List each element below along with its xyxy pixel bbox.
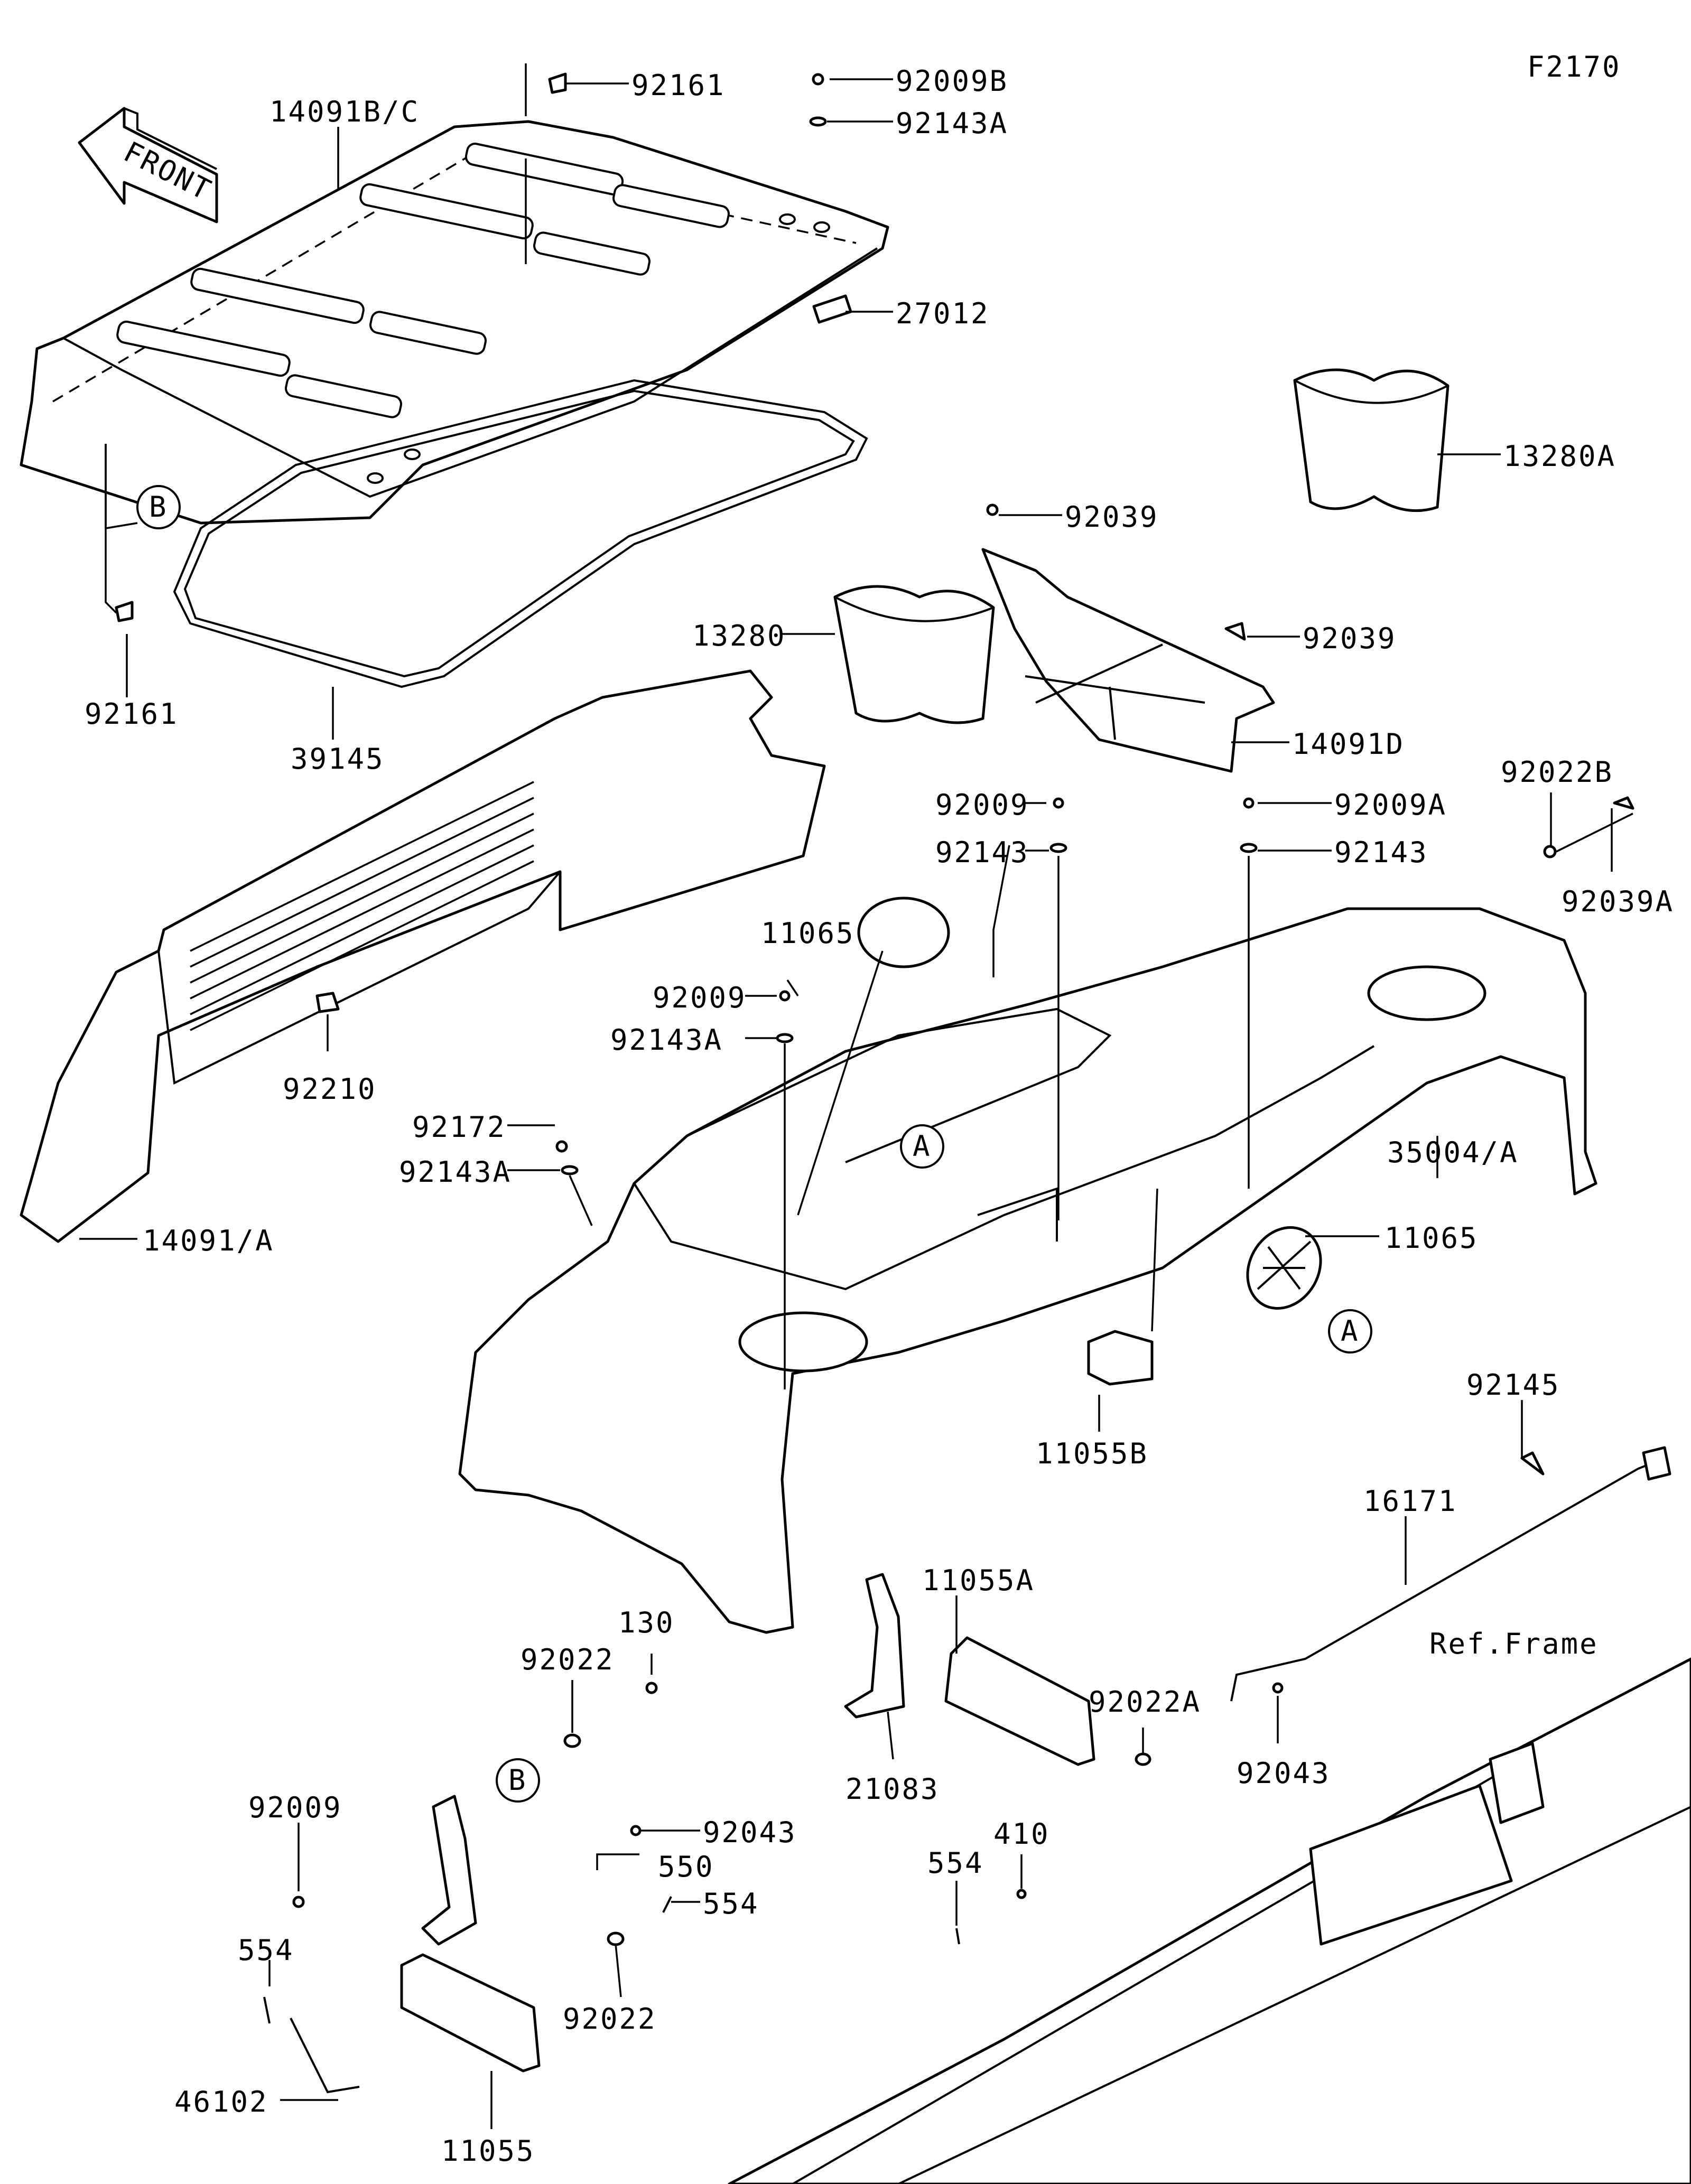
label-11065-right: 11065 xyxy=(1385,1221,1479,1255)
front-grille xyxy=(20,669,826,1243)
leader-lines xyxy=(79,63,1633,2129)
roof-panel xyxy=(20,120,889,525)
label-92172: 92172 xyxy=(412,1110,506,1144)
part-labels: 14091B/C 92161 92161 92009B 92143A 27012… xyxy=(85,64,1674,2168)
label-14091a: 14091/A xyxy=(143,1224,274,1257)
label-46102: 46102 xyxy=(174,2085,268,2118)
label-14091d: 14091D xyxy=(1292,727,1405,761)
lid-11065-right xyxy=(1246,1226,1322,1310)
label-550: 550 xyxy=(658,1850,714,1883)
label-16171: 16171 xyxy=(1363,1485,1457,1518)
label-13280a: 13280A xyxy=(1503,440,1616,473)
label-92039-top: 92039 xyxy=(1065,500,1159,534)
label-410: 410 xyxy=(993,1817,1050,1851)
svg-text:A: A xyxy=(1341,1314,1360,1348)
label-35004a: 35004/A xyxy=(1387,1136,1519,1169)
dashboard xyxy=(458,907,1597,1634)
roof-seal xyxy=(173,379,868,688)
bracket-11055a xyxy=(944,1636,1095,1766)
label-92143-mid: 92143 xyxy=(935,836,1029,869)
label-92143a-center: 92143A xyxy=(610,1023,723,1057)
rod-46102 xyxy=(290,2018,360,2094)
label-92143a-left: 92143A xyxy=(399,1155,512,1189)
ref-frame xyxy=(728,1657,1691,2184)
label-92022-top: 92022 xyxy=(521,1643,615,1676)
label-92161-left: 92161 xyxy=(85,697,179,731)
label-554-right: 554 xyxy=(927,1846,984,1880)
svg-text:A: A xyxy=(913,1130,932,1163)
label-92009-center: 92009 xyxy=(653,981,747,1014)
stay-21083 xyxy=(844,1573,905,1719)
label-92043-bottom: 92043 xyxy=(703,1816,797,1849)
label-11055a: 11055A xyxy=(922,1564,1035,1597)
svg-text:B: B xyxy=(508,1763,527,1797)
grille-louvers xyxy=(190,781,534,1031)
label-21083: 21083 xyxy=(846,1772,940,1806)
label-92022b: 92022B xyxy=(1501,755,1613,789)
label-14091bc: 14091B/C xyxy=(270,95,420,128)
front-arrow: FRONT xyxy=(78,107,218,223)
label-92143a-top: 92143A xyxy=(896,107,1008,140)
label-92009-mid: 92009 xyxy=(935,788,1029,822)
label-130: 130 xyxy=(618,1606,675,1639)
callout-a-top: A xyxy=(900,1124,944,1169)
cup-holder-13280 xyxy=(833,585,995,724)
label-92210: 92210 xyxy=(283,1072,377,1106)
callout-b-bottom: B xyxy=(496,1758,540,1803)
figure-code: F2170 xyxy=(1527,50,1621,83)
label-92161-top: 92161 xyxy=(631,69,726,102)
callout-a-bottom: A xyxy=(1328,1309,1372,1354)
label-11055b: 11055B xyxy=(1036,1437,1148,1470)
label-11055: 11055 xyxy=(441,2134,535,2168)
label-554-left: 554 xyxy=(238,1934,294,1967)
label-92009-bottom: 92009 xyxy=(248,1791,342,1824)
callout-b-top: B xyxy=(136,485,181,529)
label-92009b: 92009B xyxy=(896,64,1008,98)
label-27012: 27012 xyxy=(896,297,990,330)
label-92009a: 92009A xyxy=(1334,788,1447,822)
stay-lower xyxy=(421,1795,477,1946)
console-panel-14091d xyxy=(981,548,1275,773)
cup-holder-13280a xyxy=(1293,368,1450,512)
label-92022a: 92022A xyxy=(1089,1685,1201,1719)
cable-16171 xyxy=(1230,1446,1671,1702)
label-92143-right: 92143 xyxy=(1334,836,1428,869)
label-ref-frame: Ref.Frame xyxy=(1429,1627,1599,1660)
label-11065-top: 11065 xyxy=(761,917,855,950)
label-92039a: 92039A xyxy=(1562,885,1674,918)
label-92022-bottom: 92022 xyxy=(563,2002,657,2036)
lid-11065-top xyxy=(857,897,950,968)
label-39145: 39145 xyxy=(291,742,385,776)
label-92145: 92145 xyxy=(1466,1368,1560,1402)
label-92043-right: 92043 xyxy=(1237,1757,1331,1790)
label-13280: 13280 xyxy=(692,619,786,652)
label-92039-mid: 92039 xyxy=(1303,622,1397,655)
label-554-mid: 554 xyxy=(703,1887,759,1920)
bracket-11055b xyxy=(1087,1330,1154,1386)
bracket-11055 xyxy=(400,1953,541,2073)
svg-text:B: B xyxy=(149,490,168,524)
